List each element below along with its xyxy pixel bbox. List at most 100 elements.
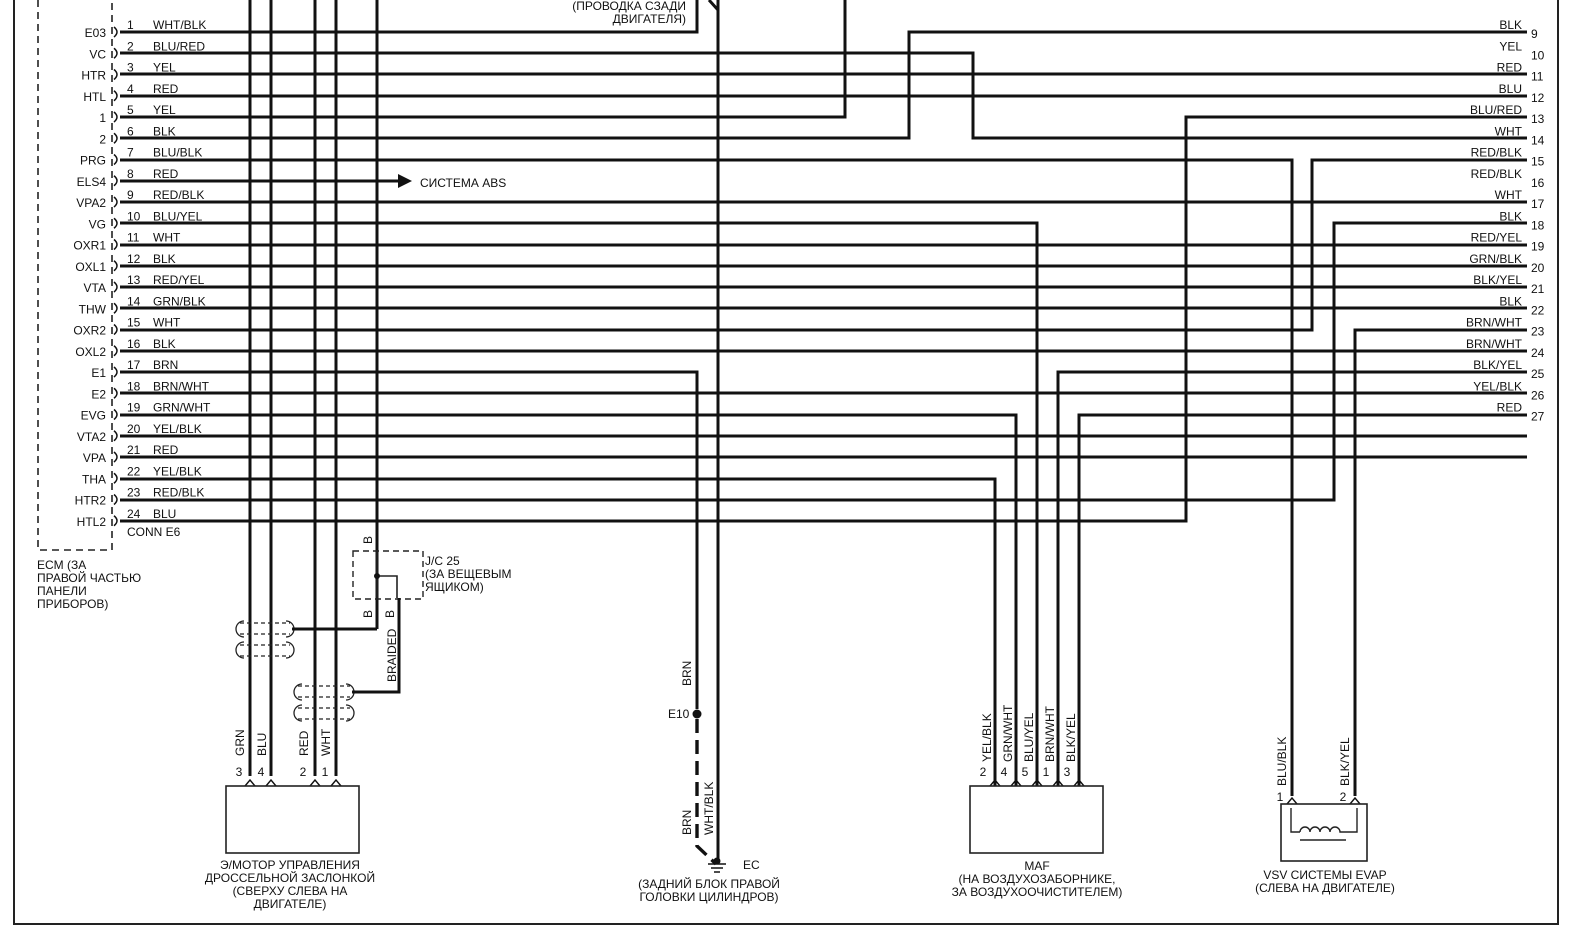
wire-color-label: WHT/BLK — [153, 18, 206, 32]
vsv-wire-color: BLU/BLK — [1275, 737, 1289, 786]
ecm-pin-signal: HTR2 — [75, 494, 107, 508]
output-wire-color: RED/BLK — [1471, 146, 1522, 160]
output-pin-number: 9 — [1531, 27, 1538, 41]
output-wire-color: WHT — [1495, 188, 1523, 202]
output-wire-color: YEL — [1499, 39, 1522, 53]
wire-run — [120, 370, 699, 709]
ecm-pin-number: 9 — [127, 188, 134, 202]
maf-wire-color: BLU/YEL — [1022, 712, 1036, 762]
pin-connector-bracket — [113, 90, 118, 102]
wire-color-label: RED/BLK — [153, 486, 204, 500]
maf-caption-2: (НА ВОЗДУХОЗАБОРНИКЕ, — [959, 872, 1116, 886]
jc25-pin-right: B — [383, 610, 397, 618]
output-wire-color: BLK/YEL — [1473, 358, 1522, 372]
maf-caption-1: MAF — [1024, 859, 1049, 873]
ecm-pin-signal: OXL1 — [75, 260, 106, 274]
output-pin-number: 24 — [1531, 346, 1545, 360]
output-wire-color: BLK/YEL — [1473, 273, 1522, 287]
ecm-pin-signal: VPA2 — [76, 196, 106, 210]
ecm-pin-signal: 1 — [99, 111, 106, 125]
wire-color-label: BLK — [153, 124, 176, 138]
pin-connector-bracket — [113, 451, 118, 463]
output-wire-color: BLK — [1499, 294, 1522, 308]
output-pin-number: 26 — [1531, 388, 1545, 402]
pin-connector-bracket — [113, 387, 118, 399]
wire-color-label: BLU/BLK — [153, 146, 202, 160]
ground-wire-top-label: BRN — [680, 661, 694, 686]
ecm-pin-number: 7 — [127, 146, 134, 160]
throttle-wire-color: GRN — [233, 729, 247, 756]
ecm-box — [37, 0, 113, 551]
output-pin-number: 23 — [1531, 325, 1545, 339]
pin-connector-bracket — [113, 238, 118, 251]
ecm-pin-number: 1 — [127, 18, 134, 32]
ecm-pin-number: 15 — [127, 316, 141, 330]
braided-label: BRAIDED — [385, 628, 399, 682]
output-wire-color: BLK — [1499, 209, 1522, 223]
output-pin-number: 13 — [1531, 112, 1545, 126]
pin-connector-bracket — [113, 217, 118, 229]
wire-color-label: YEL — [153, 103, 176, 117]
wire-color-label: BLK — [153, 337, 176, 351]
wire-color-label: YEL — [153, 61, 176, 75]
wire-color-label: BLK — [153, 252, 176, 266]
ground-node — [713, 857, 721, 865]
output-wire-color: BRN/WHT — [1466, 316, 1523, 330]
terminal-arrow-icon — [1052, 778, 1064, 787]
ecm-pin-number: 12 — [127, 252, 141, 266]
ecm-pin-number: 21 — [127, 443, 141, 457]
header-note-line2: ДВИГАТЕЛЯ) — [613, 12, 686, 26]
pin-connector-bracket — [113, 493, 118, 506]
output-pin-number: 18 — [1531, 218, 1545, 232]
wire-color-label: BLU/RED — [153, 39, 205, 53]
jc25-pin-top: B — [361, 536, 375, 544]
ecm-caption-2: ПРАВОЙ ЧАСТЬЮ — [37, 570, 141, 585]
wire-run — [120, 477, 997, 796]
jc25-caption-1: J/C 25 — [425, 554, 460, 568]
wire-color-label: WHT — [153, 231, 181, 245]
output-pin-number: 20 — [1531, 261, 1545, 275]
ecm-pin-number: 16 — [127, 337, 141, 351]
ecm-pin-number: 20 — [127, 422, 141, 436]
ecm-pin-number: 6 — [127, 124, 134, 138]
output-pin-number: 14 — [1531, 133, 1545, 147]
output-pin-number: 10 — [1531, 48, 1545, 62]
ecm-caption-1: ECM (ЗА — [37, 558, 86, 572]
pin-connector-bracket — [113, 515, 118, 527]
ecm-pin-number: 11 — [127, 231, 140, 245]
ecm-pin-signal: OXR1 — [73, 239, 106, 253]
pin-connector-bracket — [113, 153, 118, 166]
ecm-pin-number: 4 — [127, 82, 134, 96]
throttle-pin-number: 4 — [258, 765, 265, 779]
shield-symbol-lower — [293, 683, 355, 722]
ecm-pin-number: 17 — [127, 358, 141, 372]
maf-body — [969, 785, 1104, 854]
ecm-pin-signal: ELS4 — [77, 175, 107, 189]
pin-connector-bracket — [113, 111, 118, 123]
jc25-node — [374, 573, 380, 579]
vsv-caption-1: VSV СИСТЕМЫ EVAP — [1263, 868, 1386, 882]
terminal-arrow-icon — [244, 778, 256, 787]
ecm-pin-number: 19 — [127, 401, 141, 415]
wire-run — [120, 30, 1527, 140]
maf-pin-number: 4 — [1001, 765, 1008, 779]
header-note-line1: (ПРОВОДКА СЗАДИ — [572, 0, 686, 13]
wire-run — [120, 413, 1018, 796]
ecm-caption-3: ПАНЕЛИ — [37, 584, 87, 598]
ecm-caption-4: ПРИБОРОВ) — [37, 597, 108, 611]
ecm-pin-number: 8 — [127, 167, 134, 181]
maf-caption-3: ЗА ВОЗДУХООЧИСТИТЕЛЕМ) — [952, 885, 1123, 899]
pin-connector-bracket — [113, 408, 118, 421]
jc25-caption-3: ЯЩИКОМ) — [425, 580, 484, 594]
wire-color-label: RED/BLK — [153, 188, 204, 202]
ecm-pin-signal: VPA — [83, 451, 106, 465]
maf-pin-number: 3 — [1064, 765, 1071, 779]
wire-color-label: BLU/YEL — [153, 209, 203, 223]
maf-pin-number: 2 — [980, 765, 987, 779]
ground-icon — [708, 863, 726, 873]
maf-wire-color: BLK/YEL — [1064, 713, 1078, 762]
ecm-pin-number: 24 — [127, 507, 141, 521]
ecm-pin-number: 22 — [127, 464, 141, 478]
